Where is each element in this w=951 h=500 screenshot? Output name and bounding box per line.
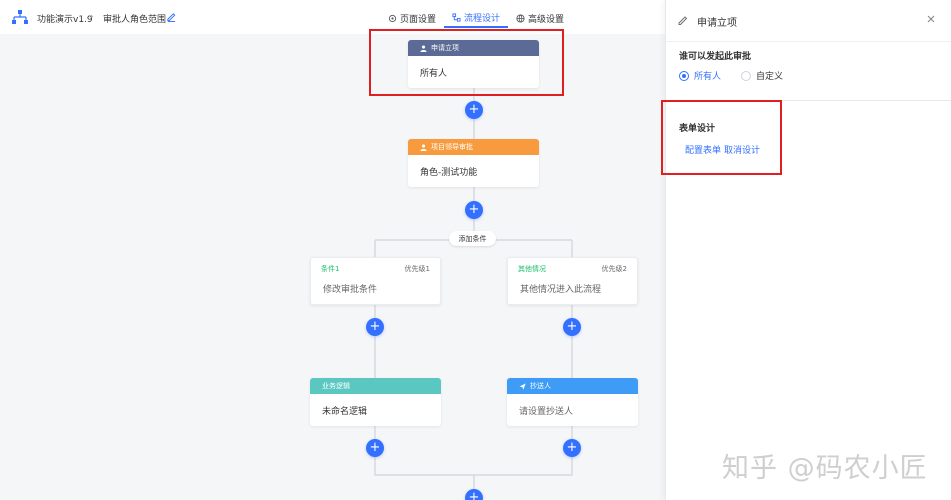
edit-icon	[678, 16, 688, 25]
panel-header: 申请立项	[666, 0, 951, 42]
approver-node[interactable]: 项目领导审批 角色-测试功能	[408, 139, 539, 187]
logic-node[interactable]: 业务逻辑 未命名逻辑	[310, 378, 441, 426]
tab-page-settings[interactable]: 页面设置	[380, 8, 444, 28]
send-icon	[519, 382, 526, 390]
tab-flow-design[interactable]: 流程设计	[444, 8, 509, 28]
radio-unchecked-icon	[741, 70, 752, 81]
radio-label: 自定义	[756, 72, 784, 82]
org-chart-icon	[12, 10, 28, 24]
approver-node-header: 项目领导审批	[408, 139, 539, 155]
start-node-header: 申请立项	[408, 40, 539, 56]
initiator-radio-group: 所有人 自定义	[679, 69, 797, 82]
app-title[interactable]: 功能演示v1.9	[37, 15, 93, 25]
add-node-button[interactable]: +	[563, 439, 581, 457]
condition-node-1[interactable]: 条件1 优先级1 修改审批条件	[310, 257, 441, 305]
who-can-start-label: 谁可以发起此审批	[679, 52, 752, 62]
add-node-button[interactable]: +	[465, 489, 483, 500]
breadcrumb-separator: ›	[90, 12, 94, 22]
section-divider	[666, 100, 951, 101]
condition-node-2[interactable]: 其他情况 优先级2 其他情况进入此流程	[507, 257, 638, 305]
add-condition-button[interactable]: 添加条件	[449, 231, 496, 246]
user-icon	[420, 44, 427, 52]
logic-node-title: 业务逻辑	[322, 382, 350, 390]
user-icon	[420, 143, 427, 151]
condition-name: 其他情况	[518, 265, 546, 273]
config-form-link[interactable]: 配置表单	[685, 146, 722, 156]
logic-node-body: 未命名逻辑	[322, 407, 368, 417]
add-node-button[interactable]: +	[366, 318, 384, 336]
top-bar: 功能演示v1.9 › 审批人角色范围 页面设置 流程设计 高级设置	[0, 0, 665, 34]
flow-icon	[452, 12, 461, 22]
start-node-body: 所有人	[420, 69, 448, 79]
close-icon[interactable]	[925, 13, 937, 25]
start-node-title: 申请立项	[431, 44, 459, 52]
radio-label: 所有人	[694, 72, 722, 82]
tab-label: 高级设置	[528, 14, 565, 25]
cc-node-body: 请设置抄送人	[519, 407, 574, 417]
cc-node-header: 抄送人	[507, 378, 638, 394]
condition-priority: 优先级1	[404, 265, 430, 273]
tab-label: 页面设置	[400, 14, 437, 25]
cancel-design-link[interactable]: 取消设计	[724, 146, 761, 156]
radio-all-users[interactable]: 所有人	[679, 69, 721, 82]
properties-panel: 申请立项 谁可以发起此审批 所有人 自定义 表单设计 配置表单 取消设计	[665, 0, 951, 500]
highlight-box-start	[369, 29, 564, 96]
radio-custom[interactable]: 自定义	[741, 69, 783, 82]
tab-bar: 页面设置 流程设计 高级设置	[380, 8, 572, 30]
globe-icon	[516, 13, 525, 23]
approver-node-title: 项目领导审批	[431, 143, 473, 151]
edit-icon[interactable]	[166, 11, 177, 22]
tab-advanced-settings[interactable]: 高级设置	[508, 8, 572, 28]
tab-label: 流程设计	[464, 13, 501, 24]
add-node-button[interactable]: +	[563, 318, 581, 336]
panel-title: 申请立项	[697, 18, 737, 29]
condition-body: 修改审批条件	[323, 285, 378, 295]
condition-priority: 优先级2	[601, 265, 627, 273]
highlight-box-form	[661, 100, 782, 175]
add-node-button[interactable]: +	[465, 101, 483, 119]
watermark: 知乎 @码农小匠	[722, 453, 928, 484]
gear-icon	[388, 14, 397, 22]
cc-node-title: 抄送人	[530, 382, 551, 390]
page-name: 审批人角色范围	[103, 15, 167, 25]
condition-name: 条件1	[321, 265, 340, 273]
form-design-label: 表单设计	[679, 124, 716, 134]
logic-node-header: 业务逻辑	[310, 378, 441, 394]
add-node-button[interactable]: +	[366, 439, 384, 457]
radio-checked-icon	[679, 70, 689, 81]
cc-node[interactable]: 抄送人 请设置抄送人	[507, 378, 638, 426]
start-node[interactable]: 申请立项 所有人	[408, 40, 539, 88]
condition-body: 其他情况进入此流程	[520, 285, 602, 295]
approver-node-body: 角色-测试功能	[420, 168, 478, 178]
add-node-button[interactable]: +	[465, 201, 483, 219]
